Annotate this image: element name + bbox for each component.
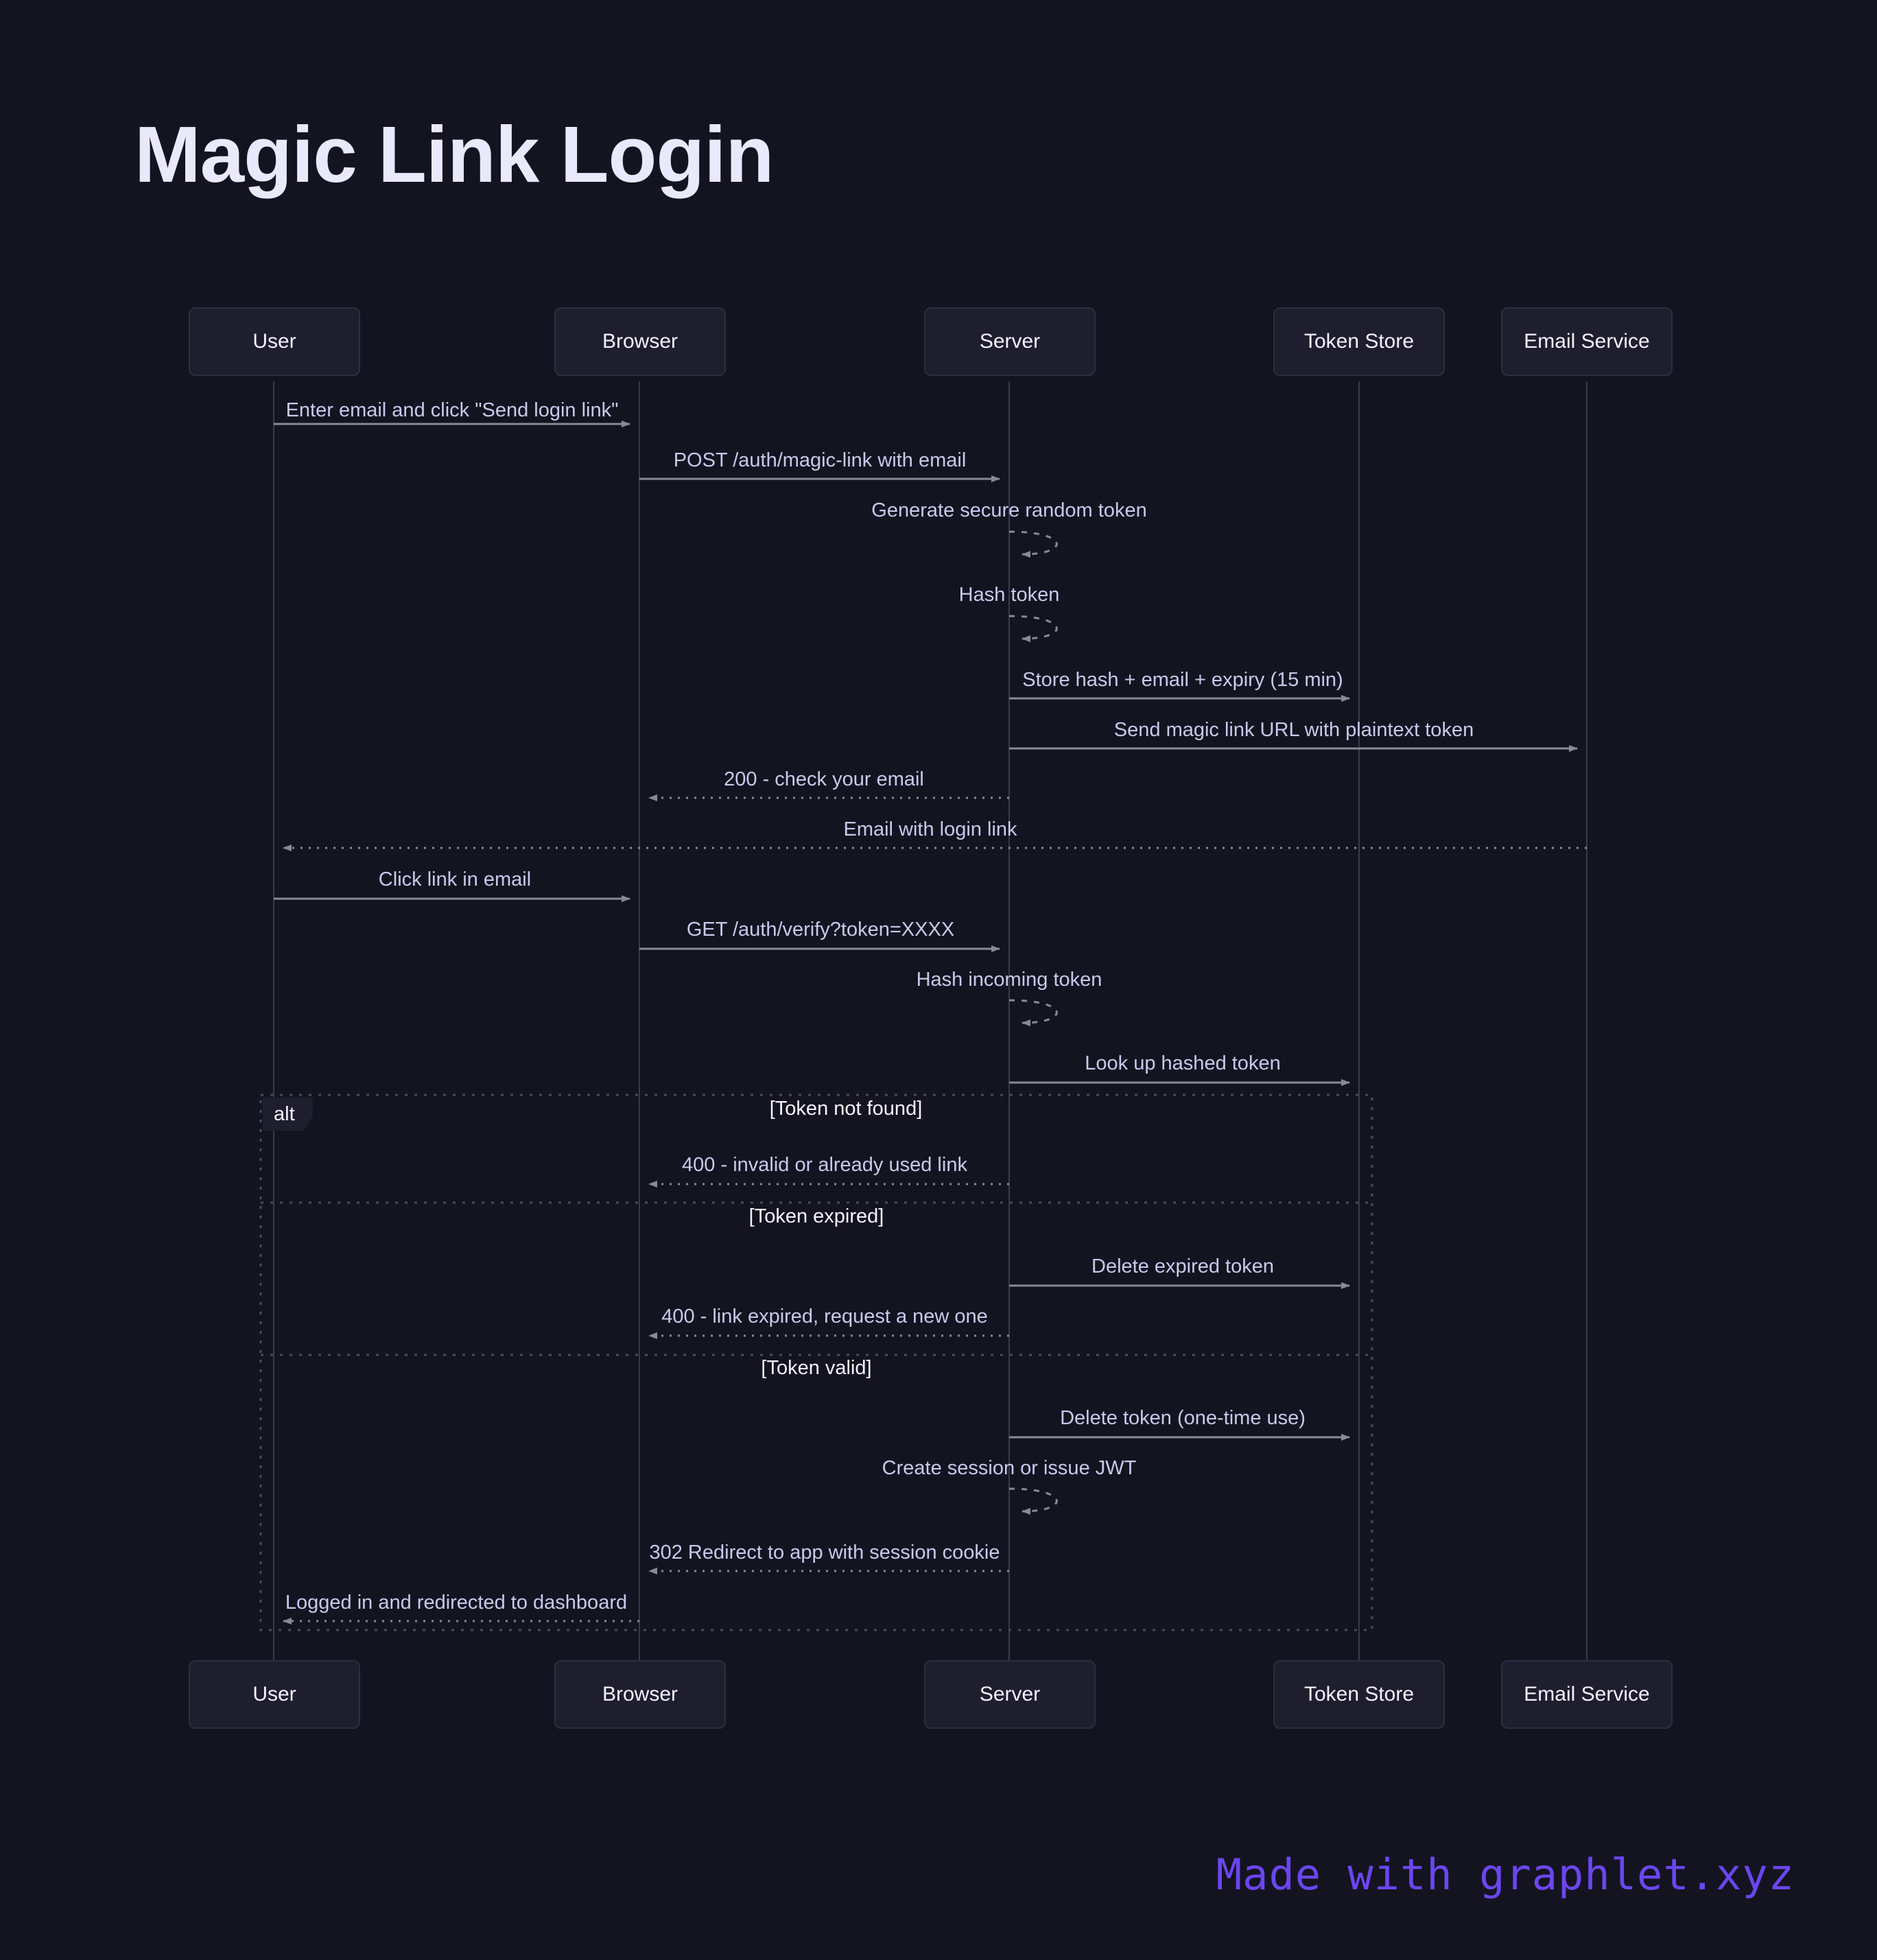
message-label-200-check-email: 200 - check your email [724, 768, 924, 790]
alt-fragment-label: alt [263, 1098, 313, 1131]
message-label-send-magic-link: Send magic link URL with plaintext token [1113, 719, 1474, 741]
message-label-lookup-hashed-token: Look up hashed token [1085, 1052, 1281, 1074]
participant-label: Browser [602, 330, 678, 353]
participant-box-top-user[interactable]: User [189, 307, 360, 376]
arrow-generate-token-self [1008, 530, 1058, 558]
arrow-hash-incoming-self [1008, 999, 1058, 1026]
alt-fragment-box [259, 1094, 1373, 1631]
message-label-get-verify: GET /auth/verify?token=XXXX [686, 919, 955, 941]
watermark-made-with-graphlet[interactable]: Made with graphlet.xyz [1216, 1850, 1795, 1900]
participant-label: Browser [602, 1683, 678, 1705]
participant-label: Server [979, 330, 1041, 353]
participant-box-bottom-email-service[interactable]: Email Service [1501, 1660, 1673, 1729]
participant-label: Email Service [1524, 1683, 1650, 1705]
message-label-store-hash: Store hash + email + expiry (15 min) [1022, 669, 1343, 691]
arrow-hash-token-self [1008, 615, 1058, 642]
message-label-400-invalid: 400 - invalid or already used link [682, 1154, 967, 1176]
participant-box-bottom-browser[interactable]: Browser [554, 1660, 726, 1729]
alt-condition-token-not-found: [Token not found] [769, 1098, 923, 1120]
message-label-create-session: Create session or issue JWT [882, 1457, 1137, 1479]
participant-label: Token Store [1303, 1683, 1415, 1705]
message-label-logged-in: Logged in and redirected to dashboard [285, 1592, 628, 1614]
participant-box-bottom-server[interactable]: Server [924, 1660, 1096, 1729]
participant-box-bottom-token-store[interactable]: Token Store [1273, 1660, 1445, 1729]
participant-box-top-server[interactable]: Server [924, 307, 1096, 376]
participant-label: Token Store [1303, 330, 1415, 353]
lifelines [273, 381, 1587, 1660]
arrow-create-session-self [1008, 1487, 1058, 1515]
message-label-enter-email: Enter email and click "Send login link" [285, 399, 619, 421]
alt-condition-token-valid: [Token valid] [761, 1357, 872, 1379]
participant-box-top-email-service[interactable]: Email Service [1501, 307, 1673, 376]
participant-label: User [252, 330, 296, 353]
message-label-email-login-link: Email with login link [843, 818, 1017, 840]
alt-fragment-frame [259, 1094, 1373, 1631]
message-label-click-link: Click link in email [378, 869, 532, 890]
message-label-generate-token: Generate secure random token [871, 499, 1147, 521]
message-label-delete-expired-token: Delete expired token [1091, 1255, 1274, 1277]
message-label-hash-token: Hash token [958, 584, 1060, 606]
message-label-hash-incoming: Hash incoming token [916, 969, 1102, 991]
participant-box-top-token-store[interactable]: Token Store [1273, 307, 1445, 376]
participant-box-top-browser[interactable]: Browser [554, 307, 726, 376]
participant-label: User [252, 1683, 296, 1705]
message-label-400-link-expired: 400 - link expired, request a new one [661, 1306, 988, 1327]
message-arrows [274, 421, 1587, 1625]
message-label-302-redirect: 302 Redirect to app with session cookie [649, 1542, 1000, 1563]
alt-condition-token-expired: [Token expired] [748, 1205, 884, 1227]
message-label-delete-token-one-time: Delete token (one-time use) [1060, 1407, 1306, 1429]
participant-label: Email Service [1524, 330, 1650, 353]
participant-box-bottom-user[interactable]: User [189, 1660, 360, 1729]
participant-label: Server [979, 1683, 1041, 1705]
message-label-post-magic-link: POST /auth/magic-link with email [673, 449, 967, 471]
page-title: Magic Link Login [134, 110, 774, 199]
